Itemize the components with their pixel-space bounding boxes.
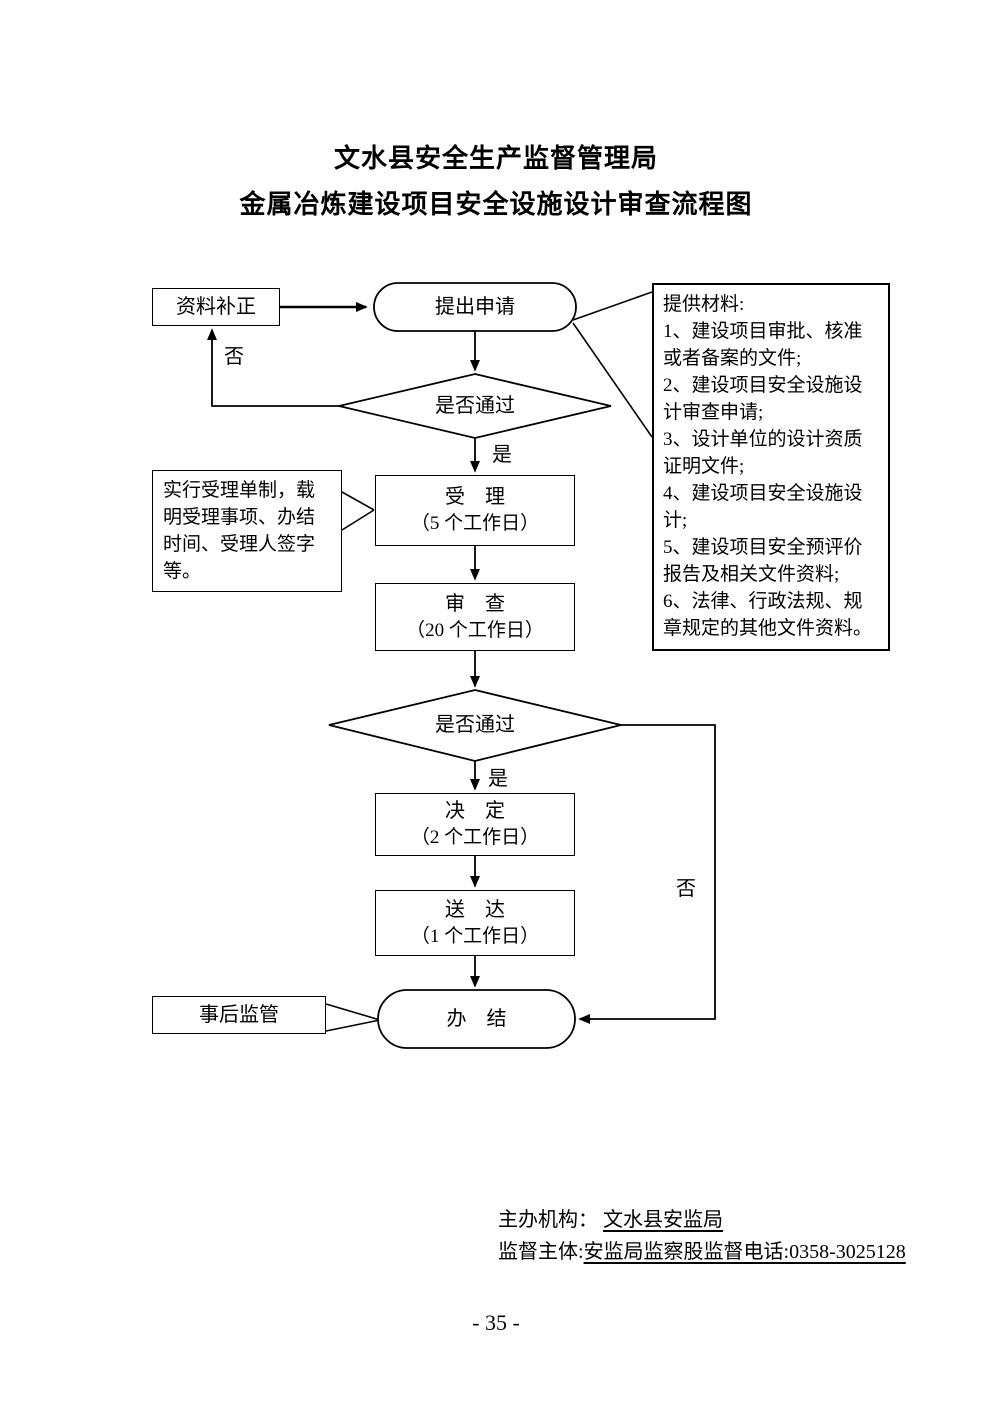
- node-decide: 决 定 （2 个工作日）: [375, 793, 575, 856]
- node-accept-title: 受 理: [445, 486, 505, 509]
- materials-item-5: 5、建设项目安全预评价报告及相关文件资料;: [663, 537, 863, 585]
- materials-item-4: 4、建设项目安全设施设计;: [663, 483, 863, 531]
- decision1-yes-label: 是: [492, 444, 512, 466]
- node-deliver-title: 送 达: [445, 898, 505, 921]
- acceptance-note-box: 实行受理单制，载明受理事项、办结时间、受理人签字等。: [152, 470, 342, 592]
- footer-host-line: 主办机构： 文水县安监局: [478, 1180, 723, 1255]
- node-data-correction-label: 资料补正: [176, 295, 256, 318]
- decision2-diamond-shape: [328, 689, 622, 762]
- materials-title: 提供材料:: [663, 294, 745, 315]
- materials-item-6: 6、法律、行政法规、规章规定的其他文件资料。: [663, 591, 873, 639]
- apply-terminator-shape: [373, 282, 577, 332]
- node-decide-duration: （2 个工作日）: [410, 827, 540, 849]
- supervision-callout-lower-line: [325, 1019, 381, 1032]
- materials-callout-lower-line: [572, 322, 653, 438]
- decision2-no-label: 否: [676, 878, 696, 900]
- footer-supervisor-label: 监督主体:: [498, 1241, 584, 1263]
- note-callout-upper-line: [341, 491, 375, 511]
- supervision-callout-upper-line: [325, 1003, 381, 1021]
- footer-host-label: 主办机构：: [498, 1209, 603, 1231]
- footer-host-value: 文水县安监局: [603, 1209, 723, 1231]
- connector-decision1-no-to-correction: [206, 328, 339, 407]
- materials-item-2: 2、建设项目安全设施设计审查申请;: [663, 375, 863, 423]
- page-number: - 35 -: [472, 1310, 520, 1335]
- materials-item-3: 3、设计单位的设计资质证明文件;: [663, 429, 863, 477]
- note-callout-lower-line: [341, 509, 375, 531]
- materials-callout-upper-line: [572, 291, 653, 321]
- materials-box: 提供材料: 1、建设项目审批、核准或者备案的文件; 2、建设项目安全设施设计审查…: [652, 283, 890, 651]
- node-finish-label: 办 结: [446, 1007, 507, 1030]
- footer-supervisor-line: 监督主体:安监局监察股监督电话:0358-3025128: [478, 1212, 906, 1287]
- node-review-title: 审 查: [445, 592, 505, 615]
- decision1-diamond-shape: [338, 373, 612, 439]
- finish-terminator-shape: [377, 989, 576, 1049]
- node-apply-label: 提出申请: [435, 295, 515, 318]
- node-deliver: 送 达 （1 个工作日）: [375, 890, 575, 956]
- node-accept: 受 理 （5 个工作日）: [375, 475, 575, 546]
- materials-item-1: 1、建设项目审批、核准或者备案的文件;: [663, 321, 863, 369]
- footer-supervisor-value: 安监局监察股监督电话:0358-3025128: [583, 1241, 906, 1263]
- decision1-no-label: 否: [224, 346, 244, 368]
- document-title-line2: 金属冶炼建设项目安全设施设计审查流程图: [239, 190, 753, 219]
- node-decide-title: 决 定: [445, 800, 505, 823]
- node-data-correction: 资料补正: [152, 288, 280, 326]
- node-review-duration: （20 个工作日）: [406, 619, 544, 641]
- decision2-label: 是否通过: [435, 714, 515, 736]
- connector-decision2-no-to-finish: [578, 724, 716, 1025]
- node-review: 审 查 （20 个工作日）: [375, 583, 575, 651]
- node-post-supervision: 事后监管: [152, 996, 326, 1034]
- document-title-line1: 文水县安全生产监督管理局: [333, 144, 658, 173]
- node-post-supervision-label: 事后监管: [199, 1003, 279, 1026]
- decision1-label: 是否通过: [435, 394, 515, 417]
- decision2-yes-label: 是: [488, 768, 508, 790]
- node-deliver-duration: （1 个工作日）: [410, 925, 540, 947]
- node-accept-duration: （5 个工作日）: [410, 513, 540, 535]
